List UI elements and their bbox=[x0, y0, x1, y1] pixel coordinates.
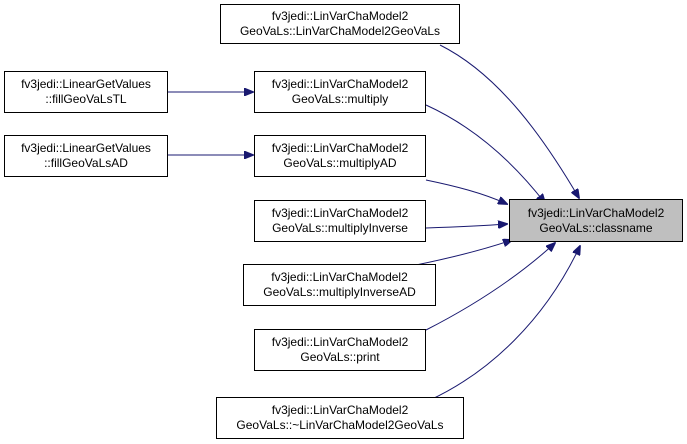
node-label-line2: GeoVaLs::multiplyInverseAD bbox=[263, 285, 416, 299]
node-multiplyinverse[interactable]: fv3jedi::LinVarChaModel2 GeoVaLs::multip… bbox=[254, 200, 426, 242]
node-classname-focus: fv3jedi::LinVarChaModel2 GeoVaLs::classn… bbox=[509, 199, 683, 242]
node-fillgeovalsad[interactable]: fv3jedi::LinearGetValues ::fillGeoVaLsAD bbox=[4, 135, 168, 177]
node-label-line2: ::fillGeoVaLsAD bbox=[44, 156, 128, 170]
node-multiplyinversead[interactable]: fv3jedi::LinVarChaModel2 GeoVaLs::multip… bbox=[243, 264, 436, 306]
node-label-line2: GeoVaLs::LinVarChaModel2GeoVaLs bbox=[239, 24, 441, 38]
edge-multiply-to-classname bbox=[425, 104, 545, 203]
edge-ctor-to-classname bbox=[439, 44, 579, 198]
edge-multiplyad-to-classname bbox=[425, 179, 507, 204]
node-label-line2: GeoVaLs::classname bbox=[539, 220, 653, 235]
node-multiply[interactable]: fv3jedi::LinVarChaModel2 GeoVaLs::multip… bbox=[254, 71, 426, 113]
edge-multiplyinversead-to-classname bbox=[415, 240, 512, 266]
edge-multiplyinverse-to-classname bbox=[425, 224, 507, 228]
node-label-line1: fv3jedi::LinVarChaModel2 bbox=[271, 335, 409, 349]
node-linvarchamodel2geovals-constructor[interactable]: fv3jedi::LinVarChaModel2 GeoVaLs::LinVar… bbox=[220, 4, 460, 44]
node-label-line2: GeoVaLs::multiplyAD bbox=[283, 156, 397, 170]
node-label-line2: GeoVaLs::~LinVarChaModel2GeoVaLs bbox=[236, 418, 444, 432]
edge-print-to-classname bbox=[425, 243, 555, 331]
node-label-line1: fv3jedi::LinVarChaModel2 bbox=[271, 141, 409, 155]
node-label-line2: GeoVaLs::multiply bbox=[291, 92, 389, 106]
node-label-line1: fv3jedi::LinearGetValues bbox=[21, 77, 151, 91]
node-linvarchamodel2geovals-destructor[interactable]: fv3jedi::LinVarChaModel2 GeoVaLs::~LinVa… bbox=[216, 397, 464, 439]
node-fillgeovalstl[interactable]: fv3jedi::LinearGetValues ::fillGeoVaLsTL bbox=[4, 71, 168, 113]
node-print[interactable]: fv3jedi::LinVarChaModel2 GeoVaLs::print bbox=[254, 329, 426, 371]
node-label-line1: fv3jedi::LinVarChaModel2 bbox=[271, 9, 409, 23]
node-label-line1: fv3jedi::LinVarChaModel2 bbox=[271, 403, 409, 417]
node-label-line1: fv3jedi::LinVarChaModel2 bbox=[271, 206, 409, 220]
node-label-line2: ::fillGeoVaLsTL bbox=[45, 92, 127, 106]
node-label-line2: GeoVaLs::multiplyInverse bbox=[272, 221, 408, 235]
node-label-line1: fv3jedi::LinearGetValues bbox=[21, 141, 151, 155]
node-multiplyad[interactable]: fv3jedi::LinVarChaModel2 GeoVaLs::multip… bbox=[254, 135, 426, 177]
node-label-line1: fv3jedi::LinVarChaModel2 bbox=[271, 77, 409, 91]
node-label-line1: fv3jedi::LinVarChaModel2 bbox=[271, 270, 408, 284]
node-label-line1: fv3jedi::LinVarChaModel2 bbox=[527, 205, 665, 220]
edge-dtor-to-classname bbox=[429, 246, 580, 401]
node-label-line2: GeoVaLs::print bbox=[300, 350, 380, 364]
